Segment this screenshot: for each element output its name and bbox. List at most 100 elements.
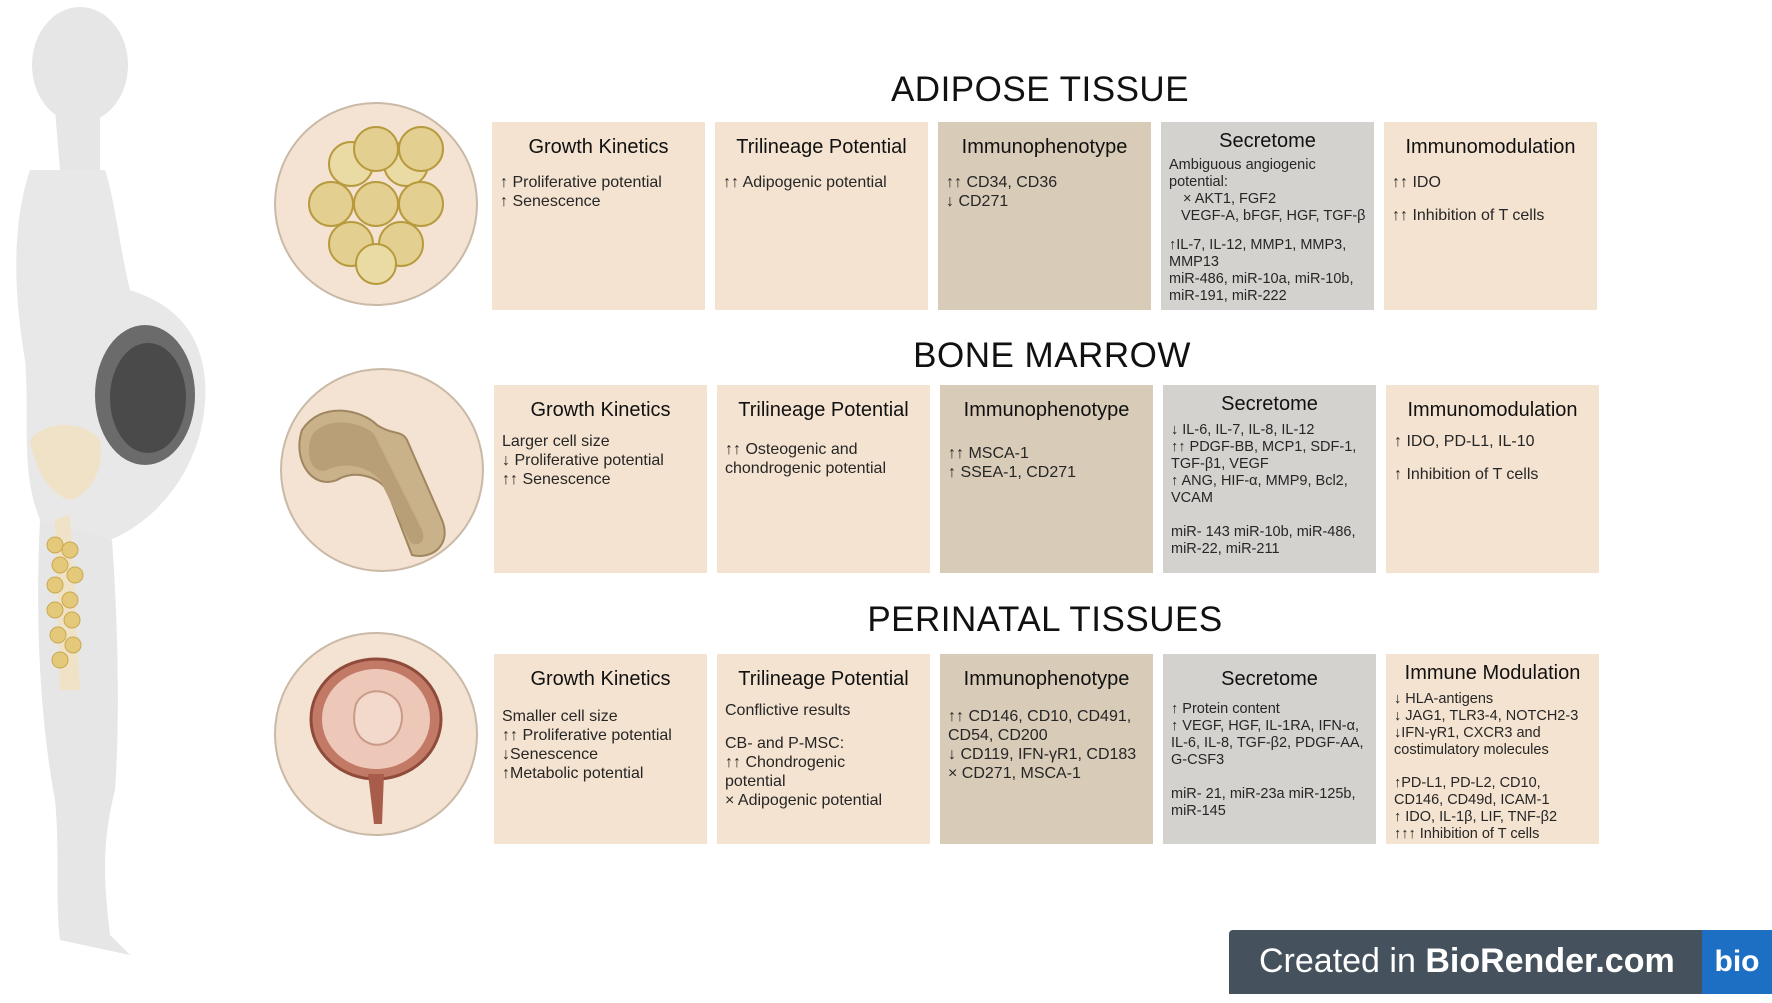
card-heading: Trilineage Potential xyxy=(738,668,909,690)
card-line: ↑↑ CD34, CD36 xyxy=(946,174,1058,191)
card-line: ↓ IL-6, IL-7, IL-8, IL-12 xyxy=(1171,422,1315,438)
card-line: ↑ SSEA-1, CD271 xyxy=(948,464,1077,481)
card-line: ↓IFN-γR1, CXCR3 and xyxy=(1394,725,1541,741)
card-line: CD146, CD49d, ICAM-1 xyxy=(1394,792,1550,808)
card-line: ↑ IDO, PD-L1, IL-10 xyxy=(1394,433,1535,450)
card-line: ↑↑ CD146, CD10, CD491, xyxy=(948,708,1132,725)
card-line: × CD271, MSCA-1 xyxy=(948,765,1081,782)
card-line: chondrogenic potential xyxy=(725,460,887,477)
card-line: CB- and P-MSC: xyxy=(725,735,845,752)
adipose-immunophenotype-card: Immunophenotype ↑↑ CD34, CD36 ↓ CD271 xyxy=(938,122,1151,310)
badge-prefix: Created in xyxy=(1259,942,1426,980)
card-line: × AKT1, FGF2 xyxy=(1183,191,1277,207)
card-line: MMP13 xyxy=(1169,254,1219,270)
card-line: miR-191, miR-222 xyxy=(1169,288,1287,304)
section-title-bone-marrow: BONE MARROW xyxy=(913,336,1191,375)
biorender-logo-icon: bio xyxy=(1702,930,1772,994)
card-line: VEGF-A, bFGF, HGF, TGF-β xyxy=(1181,208,1366,224)
card-heading: Immunophenotype xyxy=(961,136,1128,158)
card-heading: Immunophenotype xyxy=(963,399,1130,421)
card-heading: Trilineage Potential xyxy=(736,136,907,158)
card-heading: Secretome xyxy=(1219,130,1316,152)
card-heading: Secretome xyxy=(1221,668,1318,690)
card-line: ↑↑ Senescence xyxy=(502,471,611,488)
badge-brand: BioRender.com xyxy=(1425,942,1675,980)
adipose-secretome-card: Secretome Ambiguous angiogenic potential… xyxy=(1161,122,1374,310)
section-title-adipose: ADIPOSE TISSUE xyxy=(890,70,1190,109)
card-heading: Growth Kinetics xyxy=(530,399,671,421)
card-line: ↑↑↑ Inhibition of T cells xyxy=(1394,826,1540,842)
card-line: Ambiguous angiogenic xyxy=(1169,157,1316,173)
card-line: ↑IL-7, IL-12, MMP1, MMP3, xyxy=(1169,237,1347,253)
bone-marrow-immunophenotype-card: Immunophenotype ↑↑ MSCA-1 ↑ SSEA-1, CD27… xyxy=(940,385,1153,573)
card-heading: Trilineage Potential xyxy=(738,399,909,421)
card-line: ↑ Senescence xyxy=(500,193,601,210)
section-title-perinatal: PERINATAL TISSUES xyxy=(867,600,1223,639)
card-line: TGF-β1, VEGF xyxy=(1171,456,1269,472)
card-line: ↑ VEGF, HGF, IL-1RA, IFN-α, xyxy=(1171,718,1360,734)
card-line: ↑↑ MSCA-1 xyxy=(948,445,1029,462)
adipose-cells-icon xyxy=(274,102,478,306)
card-line: ↑ IDO, IL-1β, LIF, TNF-β2 xyxy=(1394,809,1558,825)
card-heading: Immunophenotype xyxy=(963,668,1130,690)
card-line: ↑↑ IDO xyxy=(1392,174,1441,191)
bone-marrow-growth-kinetics-card: Growth Kinetics Larger cell size ↓ Proli… xyxy=(494,385,707,573)
card-line: miR-486, miR-10a, miR-10b, xyxy=(1169,271,1354,287)
card-line: ↓ CD119, IFN-γR1, CD183 xyxy=(948,746,1137,763)
card-heading: Growth Kinetics xyxy=(528,136,669,158)
uterus-fetus-icon xyxy=(274,632,478,836)
perinatal-secretome-card: Secretome ↑ Protein content ↑ VEGF, HGF,… xyxy=(1163,654,1376,844)
card-line: potential xyxy=(725,773,786,790)
card-line: miR- 143 miR-10b, miR-486, xyxy=(1171,524,1356,540)
card-line: CD54, CD200 xyxy=(948,727,1048,744)
card-heading: Immunomodulation xyxy=(1405,136,1576,158)
card-line: G-CSF3 xyxy=(1171,752,1225,768)
card-line: ↑↑ Proliferative potential xyxy=(502,727,672,744)
card-line: ↑↑ PDGF-BB, MCP1, SDF-1, xyxy=(1171,439,1357,455)
card-line: miR- 21, miR-23a miR-125b, xyxy=(1171,786,1356,802)
card-heading: Immune Modulation xyxy=(1404,662,1581,684)
card-line: ↑ Proliferative potential xyxy=(500,174,662,191)
card-heading: Immunomodulation xyxy=(1407,399,1578,421)
card-line: costimulatory molecules xyxy=(1394,742,1549,758)
card-line: ↓ HLA-antigens xyxy=(1394,691,1494,707)
bone-marrow-secretome-card: Secretome ↓ IL-6, IL-7, IL-8, IL-12 ↑↑ P… xyxy=(1163,385,1376,573)
card-line: ↑↑ Inhibition of T cells xyxy=(1392,207,1545,224)
biorender-badge[interactable]: Created in BioRender.com bio xyxy=(1229,930,1772,994)
card-line: miR-22, miR-211 xyxy=(1171,541,1280,557)
card-line: ↑↑ Chondrogenic xyxy=(725,754,846,771)
card-line: IL-6, IL-8, TGF-β2, PDGF-AA, xyxy=(1171,735,1364,751)
adipose-immunomodulation-card: Immunomodulation ↑↑ IDO ↑↑ Inhibition of… xyxy=(1384,122,1597,310)
perinatal-growth-kinetics-card: Growth Kinetics Smaller cell size ↑↑ Pro… xyxy=(494,654,707,844)
adipose-trilineage-card: Trilineage Potential ↑↑ Adipogenic poten… xyxy=(715,122,928,310)
card-line: ↑↑ Osteogenic and xyxy=(725,441,858,458)
card-line: Smaller cell size xyxy=(502,708,618,725)
card-line: ↓ Proliferative potential xyxy=(502,452,664,469)
card-line: ↓ JAG1, TLR3-4, NOTCH2-3 xyxy=(1394,708,1579,724)
perinatal-immunophenotype-card: Immunophenotype ↑↑ CD146, CD10, CD491, C… xyxy=(940,654,1153,844)
card-line: ↓ CD271 xyxy=(946,193,1009,210)
card-line: × Adipogenic potential xyxy=(725,792,883,809)
card-line: ↑↑ Adipogenic potential xyxy=(723,174,887,191)
card-line: ↑PD-L1, PD-L2, CD10, xyxy=(1394,775,1541,791)
card-line: miR-145 xyxy=(1171,803,1226,819)
card-line: ↑ Inhibition of T cells xyxy=(1394,466,1539,483)
card-line: ↑Metabolic potential xyxy=(502,765,644,782)
card-line: VCAM xyxy=(1171,490,1213,506)
card-line: potential: xyxy=(1169,174,1228,190)
card-line: Larger cell size xyxy=(502,433,610,450)
adipose-growth-kinetics-card: Growth Kinetics ↑ Proliferative potentia… xyxy=(492,122,705,310)
bone-marrow-femur-icon xyxy=(280,368,484,572)
card-heading: Growth Kinetics xyxy=(530,668,671,690)
card-heading: Secretome xyxy=(1221,393,1318,415)
card-line: Conflictive results xyxy=(725,702,851,719)
bone-marrow-trilineage-card: Trilineage Potential ↑↑ Osteogenic and c… xyxy=(717,385,930,573)
pregnant-woman-silhouette-icon xyxy=(0,0,240,998)
perinatal-trilineage-card: Trilineage Potential Conflictive results… xyxy=(717,654,930,844)
bone-marrow-immunomodulation-card: Immunomodulation ↑ IDO, PD-L1, IL-10 ↑ I… xyxy=(1386,385,1599,573)
card-line: ↑ Protein content xyxy=(1171,701,1280,717)
perinatal-immune-modulation-card: Immune Modulation ↓ HLA-antigens ↓ JAG1,… xyxy=(1386,654,1599,844)
biorender-badge-text: Created in BioRender.com xyxy=(1259,942,1675,981)
card-line: ↑ ANG, HIF-α, MMP9, Bcl2, xyxy=(1171,473,1348,489)
card-line: ↓Senescence xyxy=(502,746,599,763)
